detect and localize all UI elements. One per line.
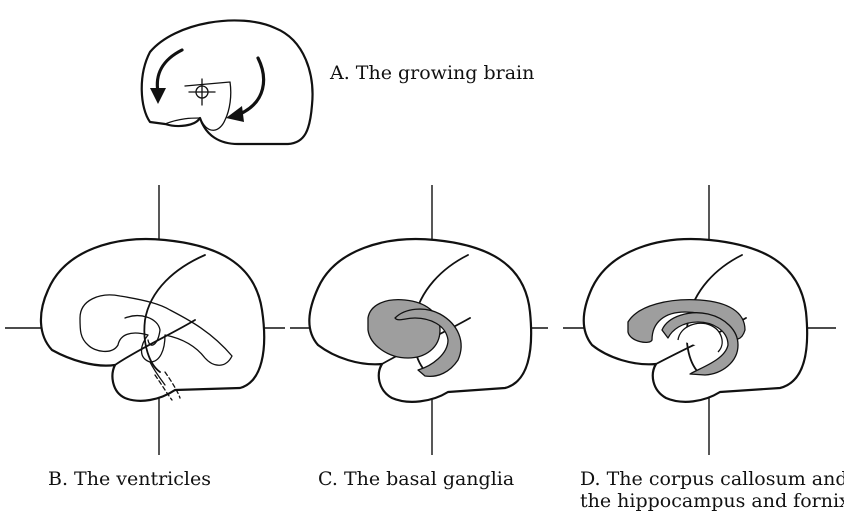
panel-a-growing-brain: [142, 20, 313, 144]
panel-d-corpus-callosum: [563, 185, 836, 455]
caption-d-line1: D. The corpus callosum and: [580, 468, 844, 490]
panel-b-ventricles: [5, 185, 285, 455]
panel-c-basal-ganglia: [290, 185, 548, 455]
caption-a: A. The growing brain: [330, 62, 534, 84]
caption-d-line2: the hippocampus and fornix: [580, 490, 844, 512]
caption-c: C. The basal ganglia: [318, 468, 514, 490]
caption-b: B. The ventricles: [48, 468, 211, 490]
